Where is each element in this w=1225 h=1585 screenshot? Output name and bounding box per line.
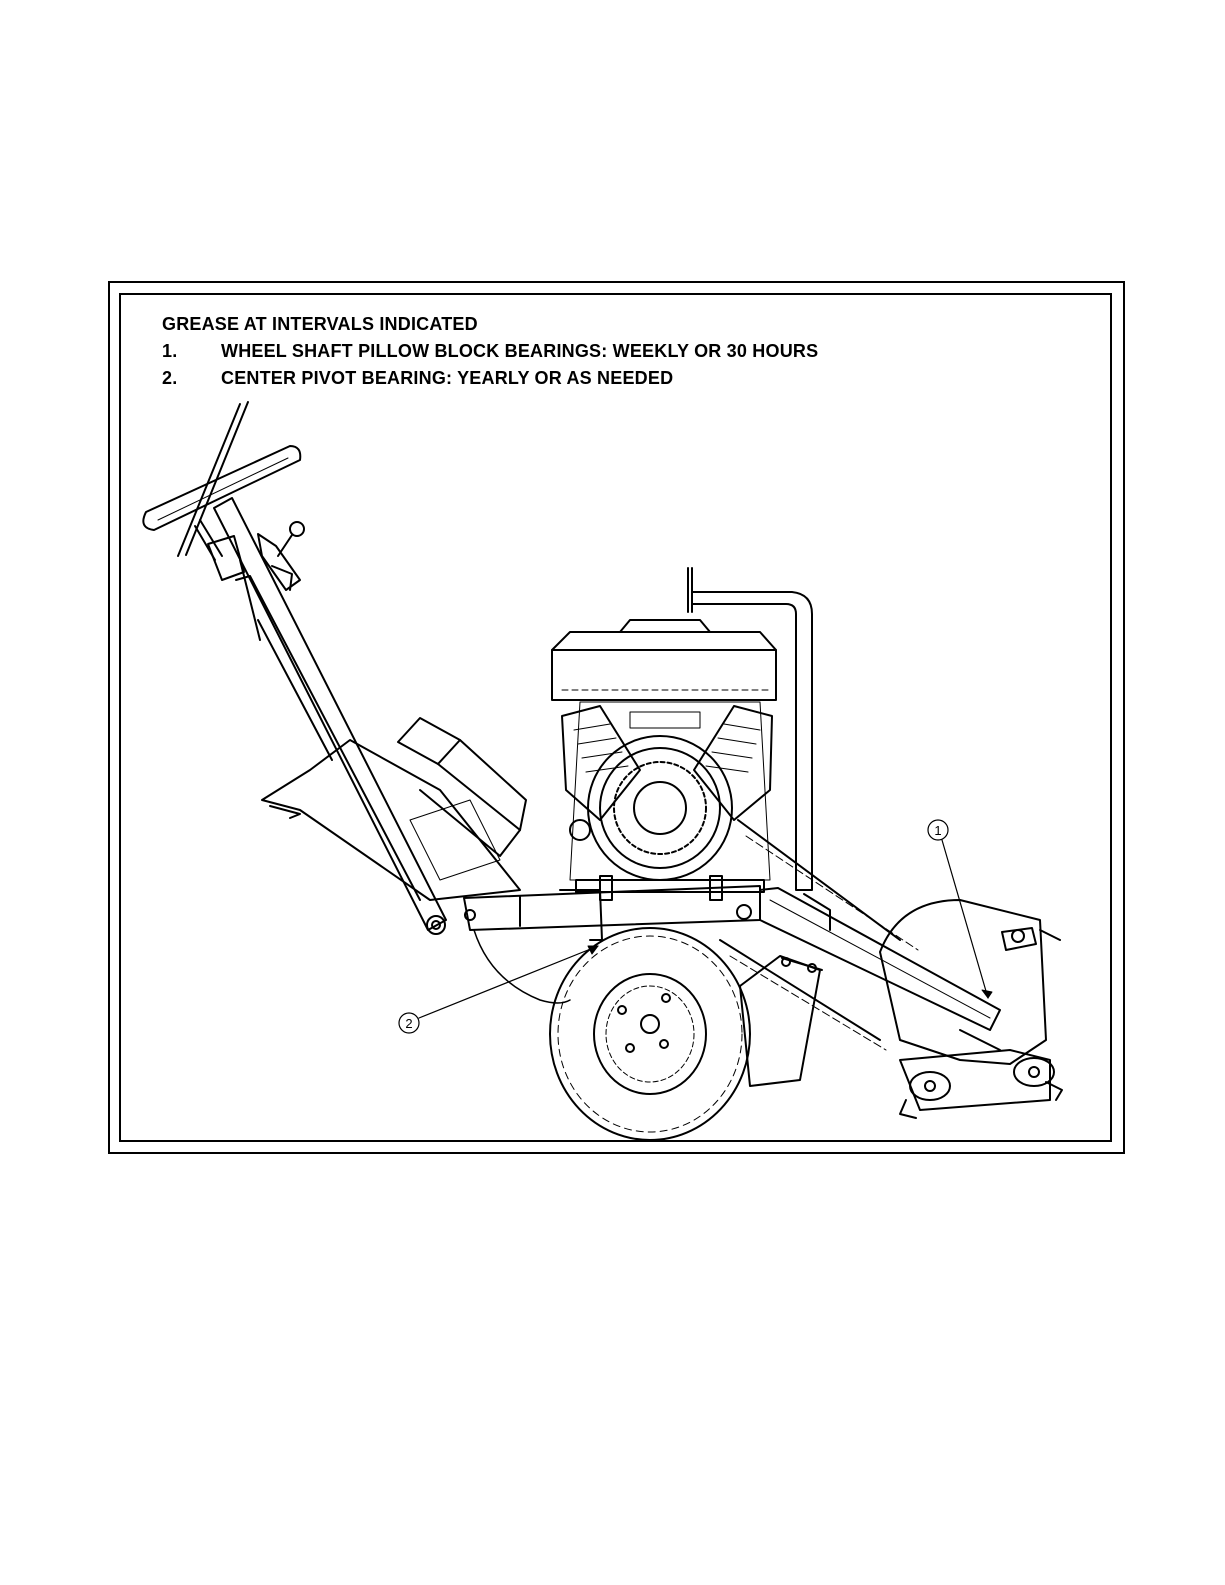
callout-2-label: 2 xyxy=(405,1016,412,1031)
drive-wheel xyxy=(550,928,750,1140)
exhaust-pipe xyxy=(688,568,812,890)
tiller-arm xyxy=(214,498,475,934)
engine-base xyxy=(576,876,764,900)
handle-bar xyxy=(143,402,300,560)
cutter-wheel xyxy=(900,1050,1062,1118)
control-cable xyxy=(474,930,570,1003)
callout-1-label: 1 xyxy=(934,823,941,838)
engine-air-cleaner xyxy=(552,620,776,700)
callout-1 xyxy=(928,820,992,998)
foot-shield xyxy=(262,740,520,900)
callout-2 xyxy=(399,946,598,1033)
rear-stand xyxy=(740,956,822,1086)
engine-flywheel xyxy=(570,736,732,880)
cutter-guard xyxy=(880,900,1060,1064)
cutter-boom xyxy=(760,888,1000,1030)
